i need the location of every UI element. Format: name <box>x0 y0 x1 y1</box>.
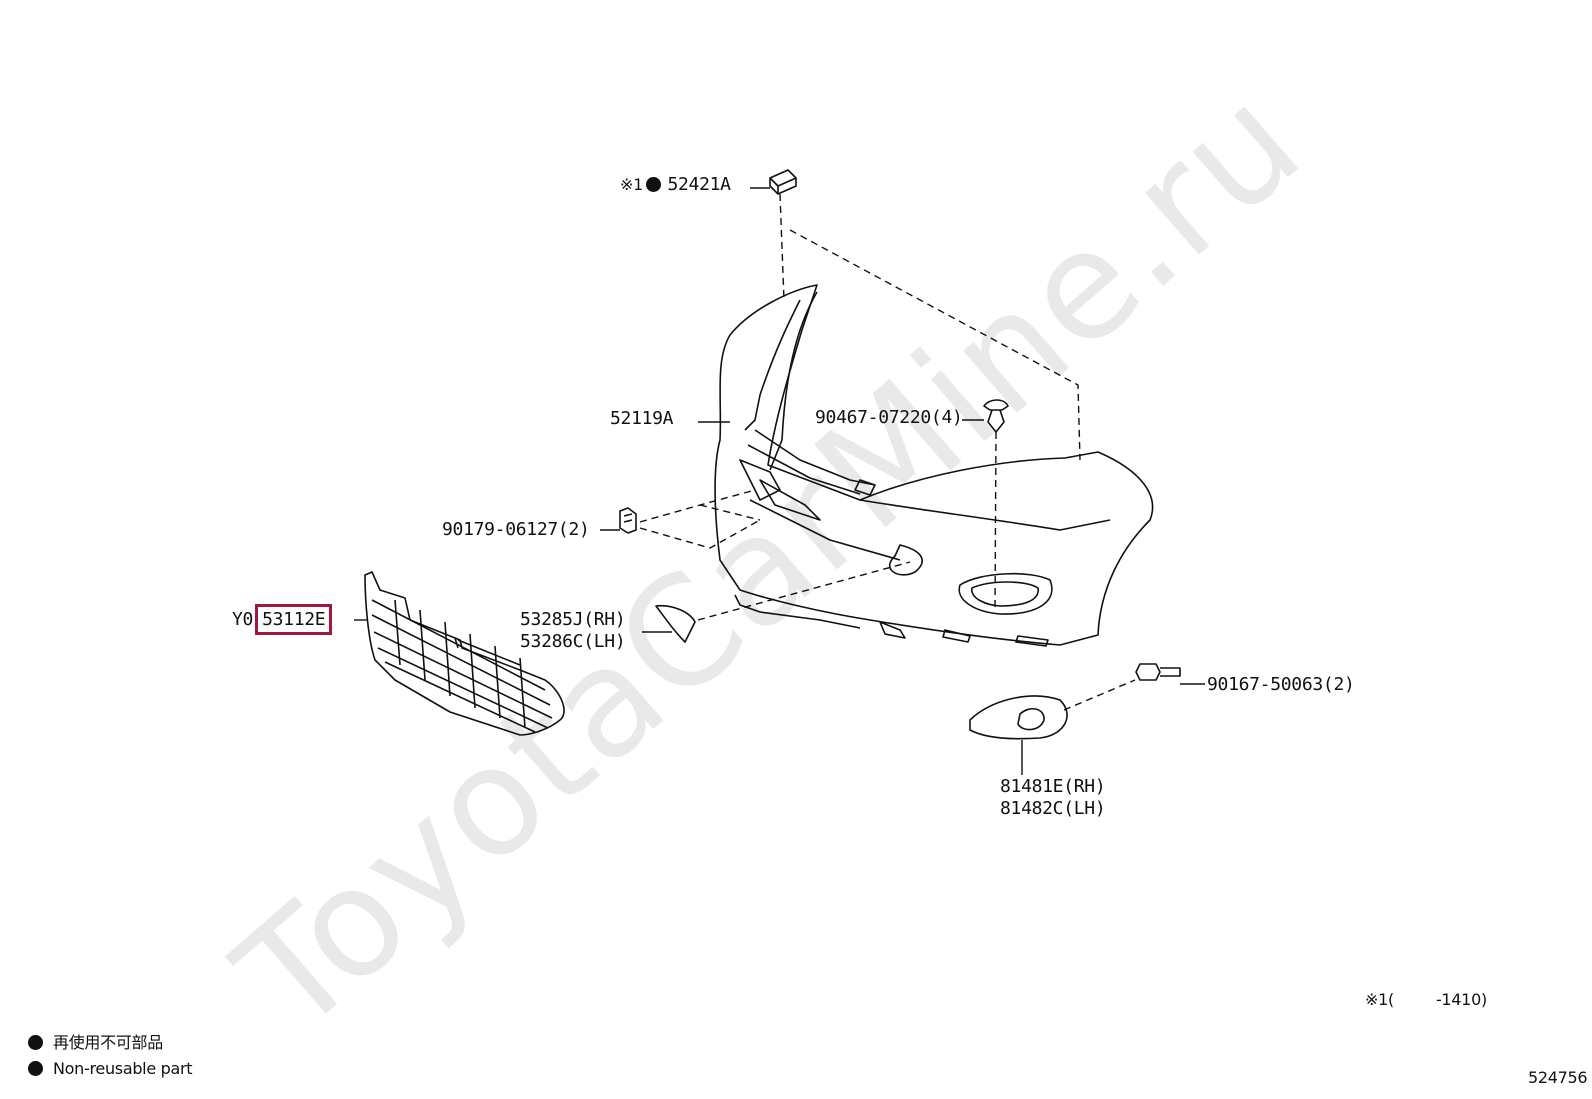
legend-english: Non-reusable part <box>28 1059 193 1079</box>
lh-code: 53286C(LH) <box>520 631 626 652</box>
fog-lamp-cover <box>969 695 1068 740</box>
clip-52421a <box>769 169 797 195</box>
non-reusable-icon <box>28 1035 43 1050</box>
part-code: 52421A <box>667 174 731 195</box>
lh-code: 81482C(LH) <box>1000 798 1106 819</box>
diagram-id: 524756 <box>1528 1068 1588 1087</box>
non-reusable-icon <box>28 1061 43 1076</box>
highlighted-part-code: 53112E <box>255 604 333 635</box>
non-reusable-icon <box>646 177 662 192</box>
leader-lines <box>354 187 1205 775</box>
reference-lines <box>639 193 1136 711</box>
label-52421a: ※1 52421A <box>620 175 731 195</box>
label-52119a: 52119A <box>610 408 674 429</box>
lower-grille <box>364 571 565 736</box>
footnote: ※1( -1410) <box>1365 990 1487 1010</box>
legend-japanese: 再使用不可部品 <box>28 1033 163 1053</box>
footnote-range: -1410) <box>1435 990 1487 1009</box>
rh-code: 53285J(RH) <box>520 609 626 630</box>
footnote-mark: ※1 <box>1365 990 1388 1009</box>
footnote-open: ( <box>1388 990 1394 1009</box>
label-90179: 90179-06127(2) <box>442 519 590 540</box>
legend-ja-text: 再使用不可部品 <box>53 1033 163 1052</box>
clip-90467 <box>983 399 1009 433</box>
label-90167: 90167-50063(2) <box>1207 674 1355 695</box>
cover-53285 <box>655 604 696 643</box>
prefix: Y0 <box>232 609 254 630</box>
note-mark: ※1 <box>620 175 643 194</box>
label-90467: 90467-07220(4) <box>815 407 963 428</box>
label-53285: 53285J(RH)53286C(LH) <box>520 609 626 653</box>
bumper-cover <box>714 284 1154 647</box>
label-81481: 81481E(RH)81482C(LH) <box>1000 776 1106 820</box>
legend-en-text: Non-reusable part <box>53 1059 193 1078</box>
bolt-90167 <box>1135 663 1181 681</box>
retainer-90179 <box>619 507 637 534</box>
rh-code: 81481E(RH) <box>1000 776 1106 797</box>
